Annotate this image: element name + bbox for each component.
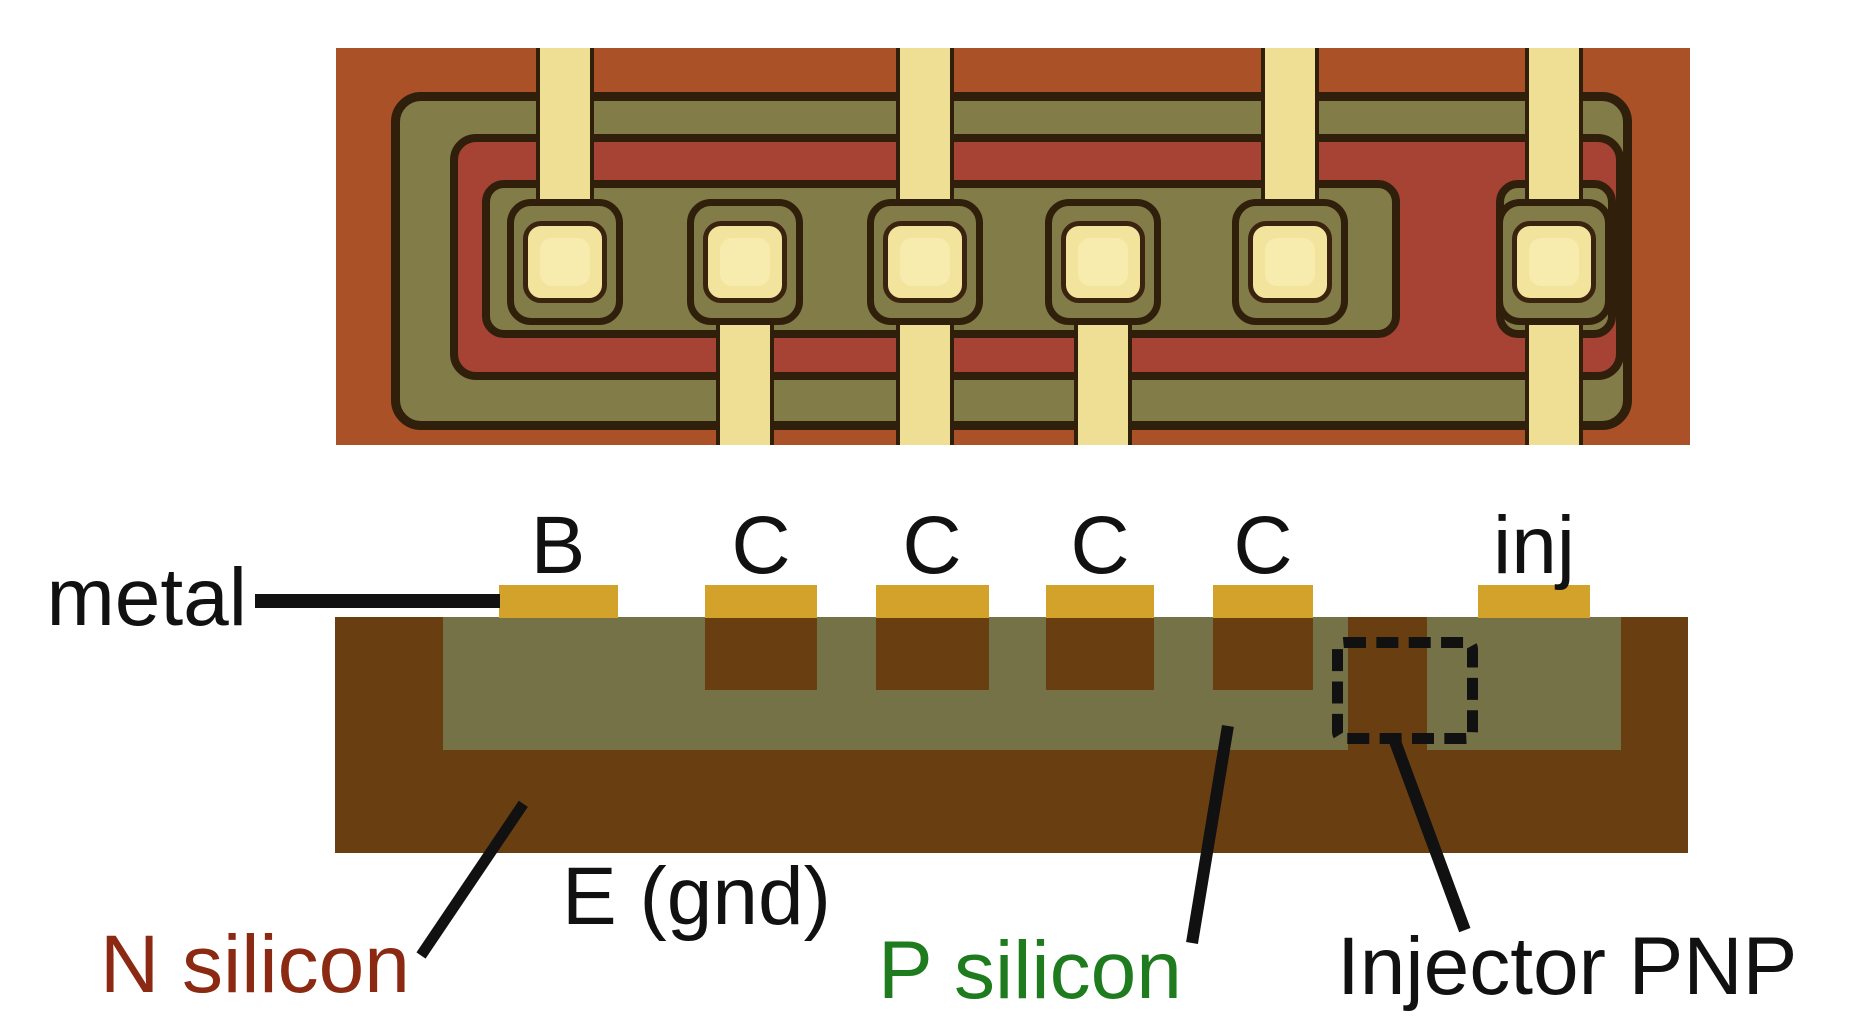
metal-pad-c3 (1046, 585, 1154, 618)
metal-pad-c2 (876, 585, 989, 618)
contact-via (703, 221, 787, 303)
contact-core (1078, 238, 1128, 286)
n-plug (876, 617, 989, 690)
p-silicon-label: P silicon (878, 925, 1182, 1016)
n-silicon-label: N silicon (100, 919, 410, 1010)
pad-label-c1: C (731, 500, 791, 591)
contact-via (883, 221, 967, 303)
injector-pnp-dashed-box (1332, 637, 1478, 744)
metal-pad-inj (1478, 585, 1590, 618)
metal-pad-b (499, 585, 618, 618)
pad-label-c3: C (1070, 500, 1130, 591)
metal-pointer-line (255, 594, 500, 608)
contact-via (523, 221, 607, 303)
pad-label-inj: inj (1492, 500, 1576, 591)
contact-via (1061, 221, 1145, 303)
pad-label-c4: C (1233, 500, 1293, 591)
contact-core (540, 238, 590, 286)
contact-core (900, 238, 950, 286)
n-plug (1213, 617, 1313, 690)
contact-core (1265, 238, 1315, 286)
pad-label-b: B (530, 500, 586, 591)
n-plug (1046, 617, 1154, 690)
die-contact (1496, 199, 1612, 325)
contact-via (1248, 221, 1332, 303)
die-photo (336, 48, 1690, 445)
die-contact (867, 199, 983, 325)
metal-pad-c1 (705, 585, 817, 618)
pad-label-c2: C (902, 500, 962, 591)
contact-via (1512, 221, 1596, 303)
die-contact (1232, 199, 1348, 325)
metal-label: metal (46, 552, 247, 643)
die-contact (1045, 199, 1161, 325)
die-contact (687, 199, 803, 325)
die-contact (507, 199, 623, 325)
injector-pnp-label: Injector PNP (1337, 921, 1798, 1012)
contact-core (720, 238, 770, 286)
metal-pad-c4 (1213, 585, 1313, 618)
emitter-label: E (gnd) (562, 851, 831, 942)
contact-core (1529, 238, 1579, 286)
n-plug (705, 617, 817, 690)
